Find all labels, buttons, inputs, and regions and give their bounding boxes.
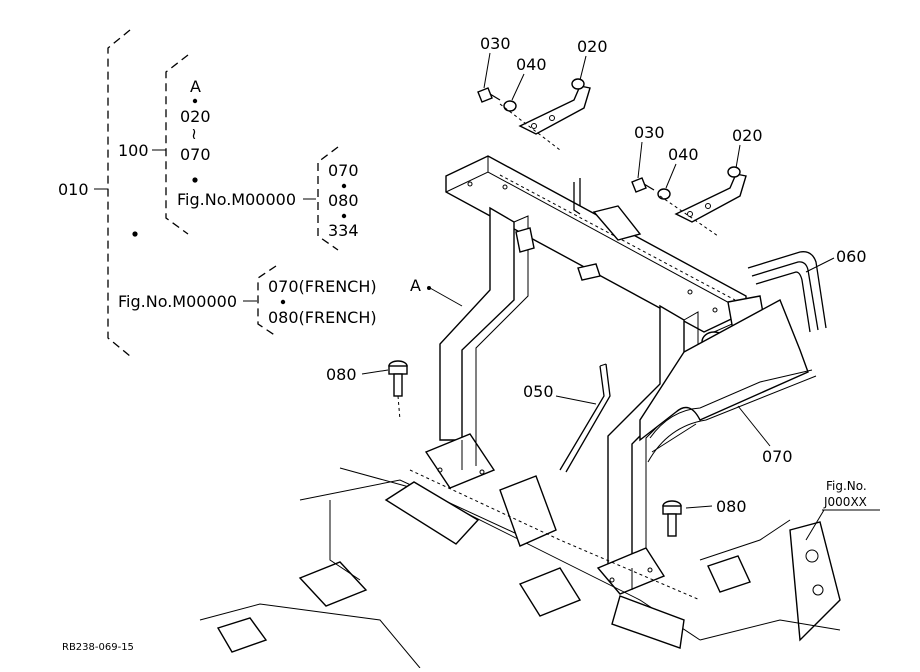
bolt-030-mid (631, 177, 647, 193)
bracket-french (257, 265, 277, 337)
label-range-tilde: ≀ (191, 124, 197, 143)
fig-no-value: J000XX (823, 495, 867, 509)
label-grp1-334: 334 (328, 221, 359, 240)
callout-040-mid: 040 (668, 145, 699, 164)
callout-040-top: 040 (516, 55, 547, 74)
drawing-code: RB238-069-15 (62, 642, 134, 653)
callout-080-right: 080 (716, 497, 747, 516)
callout-020-mid: 020 (732, 126, 763, 145)
label-french-070: 070(FRENCH) (268, 277, 377, 296)
label-a-top: A (190, 77, 201, 96)
bolt-080-right (662, 500, 682, 537)
callout-060: 060 (836, 247, 867, 266)
callout-050: 050 (523, 382, 554, 401)
label-grp1-080: 080 (328, 191, 359, 210)
bolt-080-left (388, 360, 408, 421)
label-french-080: 080(FRENCH) (268, 308, 377, 327)
bracket-020-top (518, 85, 591, 135)
callout-070: 070 (762, 447, 793, 466)
callout-030-top: 030 (480, 34, 511, 53)
callout-a: A (410, 276, 421, 295)
bracket-020-mid (674, 173, 747, 223)
callout-020-top: 020 (577, 37, 608, 56)
fig-no-label: Fig.No. (826, 479, 867, 493)
label-010: 010 (58, 180, 89, 199)
label-range-020: 020 (180, 107, 211, 126)
washer-040-top (503, 100, 517, 112)
callouts: 030 040 020 030 040 020 060 A 080 050 07… (62, 34, 880, 653)
hardware-top (388, 78, 747, 537)
bracket-group-1 (317, 146, 339, 251)
label-fig-ref-2: Fig.No.M00000 (118, 292, 237, 311)
callout-080-left: 080 (326, 365, 357, 384)
bracket-010 (107, 29, 131, 357)
label-100: 100 (118, 141, 149, 160)
label-grp1-070: 070 (328, 161, 359, 180)
bolt-030-top (477, 87, 493, 103)
label-range-070: 070 (180, 145, 211, 164)
frame-drawing (199, 155, 841, 669)
bracket-100 (165, 54, 189, 235)
callout-030-mid: 030 (634, 123, 665, 142)
bullet-dot (132, 231, 138, 237)
washer-040-mid (657, 188, 671, 200)
parts-tree: 010 100 A 020 ≀ 070 Fig.No.M00000 070 08… (58, 29, 377, 357)
label-fig-ref-1: Fig.No.M00000 (177, 190, 296, 209)
